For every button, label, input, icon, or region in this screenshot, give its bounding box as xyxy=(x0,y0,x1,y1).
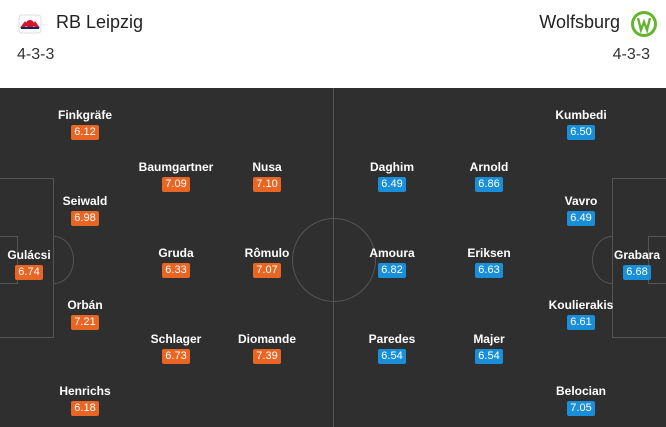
pitch: Gulácsi 6.74 Finkgräfe 6.12 Seiwald 6.98… xyxy=(0,88,666,427)
player-rating: 7.07 xyxy=(253,263,281,278)
player-name: Paredes xyxy=(368,332,416,346)
player-paredes[interactable]: Paredes 6.54 xyxy=(347,332,437,364)
player-rating: 6.54 xyxy=(378,349,406,364)
player-gruda[interactable]: Gruda 6.33 xyxy=(131,246,221,278)
player-name: Eriksen xyxy=(467,246,511,260)
player-name: Diomande xyxy=(237,332,296,346)
player-rating: 6.61 xyxy=(567,315,595,330)
player-belocian[interactable]: Belocian 7.05 xyxy=(536,384,626,416)
player-rating: 6.68 xyxy=(623,265,651,280)
player-name: Orbán xyxy=(67,298,103,312)
player-diomande[interactable]: Diomande 7.39 xyxy=(222,332,312,364)
player-rating: 7.39 xyxy=(253,349,281,364)
player-name: Daghim xyxy=(369,160,414,174)
player-name: Gulácsi xyxy=(7,248,51,262)
away-penalty-area xyxy=(612,178,666,338)
player-rating: 6.73 xyxy=(162,349,190,364)
player-rating: 6.33 xyxy=(162,263,190,278)
player-rating: 6.86 xyxy=(475,177,503,192)
player-grabara[interactable]: Grabara 6.68 xyxy=(592,248,666,280)
player-rating: 7.10 xyxy=(253,177,281,192)
wolfsburg-logo xyxy=(631,11,657,37)
player-arnold[interactable]: Arnold 6.86 xyxy=(444,160,534,192)
match-lineup-header: RB Leipzig 4-3-3 Wolfsburg 4-3-3 xyxy=(0,0,666,82)
player-name: Henrichs xyxy=(59,384,111,398)
player-name: Vavro xyxy=(564,194,598,208)
player-baumgartner[interactable]: Baumgartner 7.09 xyxy=(131,160,221,192)
center-circle xyxy=(292,218,376,302)
home-formation: 4-3-3 xyxy=(17,46,55,63)
player-rating: 6.82 xyxy=(378,263,406,278)
player-rating: 6.12 xyxy=(71,125,99,140)
away-formation: 4-3-3 xyxy=(612,46,650,63)
player-name: Baumgartner xyxy=(138,160,214,174)
player-name: Finkgräfe xyxy=(57,108,112,122)
player-koulierakis[interactable]: Koulierakis 6.61 xyxy=(536,298,626,330)
player-name: Koulierakis xyxy=(548,298,614,312)
home-team-name: RB Leipzig xyxy=(56,12,144,32)
player-kumbedi[interactable]: Kumbedi 6.50 xyxy=(536,108,626,140)
player-rating: 6.49 xyxy=(567,211,595,226)
player-romulo[interactable]: Rômulo 7.07 xyxy=(222,246,312,278)
home-penalty-area xyxy=(0,178,54,338)
player-rating: 6.50 xyxy=(567,125,595,140)
player-orban[interactable]: Orbán 7.21 xyxy=(40,298,130,330)
player-daghim[interactable]: Daghim 6.49 xyxy=(347,160,437,192)
away-goal-area xyxy=(648,236,666,284)
player-rating: 6.49 xyxy=(378,177,406,192)
player-majer[interactable]: Majer 6.54 xyxy=(444,332,534,364)
player-henrichs[interactable]: Henrichs 6.18 xyxy=(40,384,130,416)
home-goal-area xyxy=(0,236,18,284)
player-name: Belocian xyxy=(555,384,606,398)
player-finkgrafe[interactable]: Finkgräfe 6.12 xyxy=(40,108,130,140)
player-name: Arnold xyxy=(469,160,509,174)
player-rating: 6.54 xyxy=(475,349,503,364)
player-eriksen[interactable]: Eriksen 6.63 xyxy=(444,246,534,278)
player-vavro[interactable]: Vavro 6.49 xyxy=(536,194,626,226)
player-rating: 7.05 xyxy=(567,401,595,416)
player-name: Schlager xyxy=(150,332,202,346)
player-name: Rômulo xyxy=(244,246,290,260)
player-seiwald[interactable]: Seiwald 6.98 xyxy=(40,194,130,226)
rb-leipzig-logo xyxy=(18,14,42,34)
player-rating: 6.18 xyxy=(71,401,99,416)
player-amoura[interactable]: Amoura 6.82 xyxy=(347,246,437,278)
player-rating: 6.63 xyxy=(475,263,503,278)
away-team-name: Wolfsburg xyxy=(539,12,620,32)
player-rating: 7.21 xyxy=(71,315,99,330)
player-name: Amoura xyxy=(369,246,415,260)
player-name: Majer xyxy=(473,332,505,346)
player-name: Kumbedi xyxy=(555,108,607,122)
player-name: Grabara xyxy=(613,248,661,262)
player-rating: 7.09 xyxy=(162,177,190,192)
player-gulacsi[interactable]: Gulácsi 6.74 xyxy=(0,248,74,280)
player-name: Gruda xyxy=(158,246,194,260)
player-name: Nusa xyxy=(252,160,282,174)
player-nusa[interactable]: Nusa 7.10 xyxy=(222,160,312,192)
player-name: Seiwald xyxy=(62,194,108,208)
player-rating: 6.74 xyxy=(15,265,43,280)
player-schlager[interactable]: Schlager 6.73 xyxy=(131,332,221,364)
player-rating: 6.98 xyxy=(71,211,99,226)
